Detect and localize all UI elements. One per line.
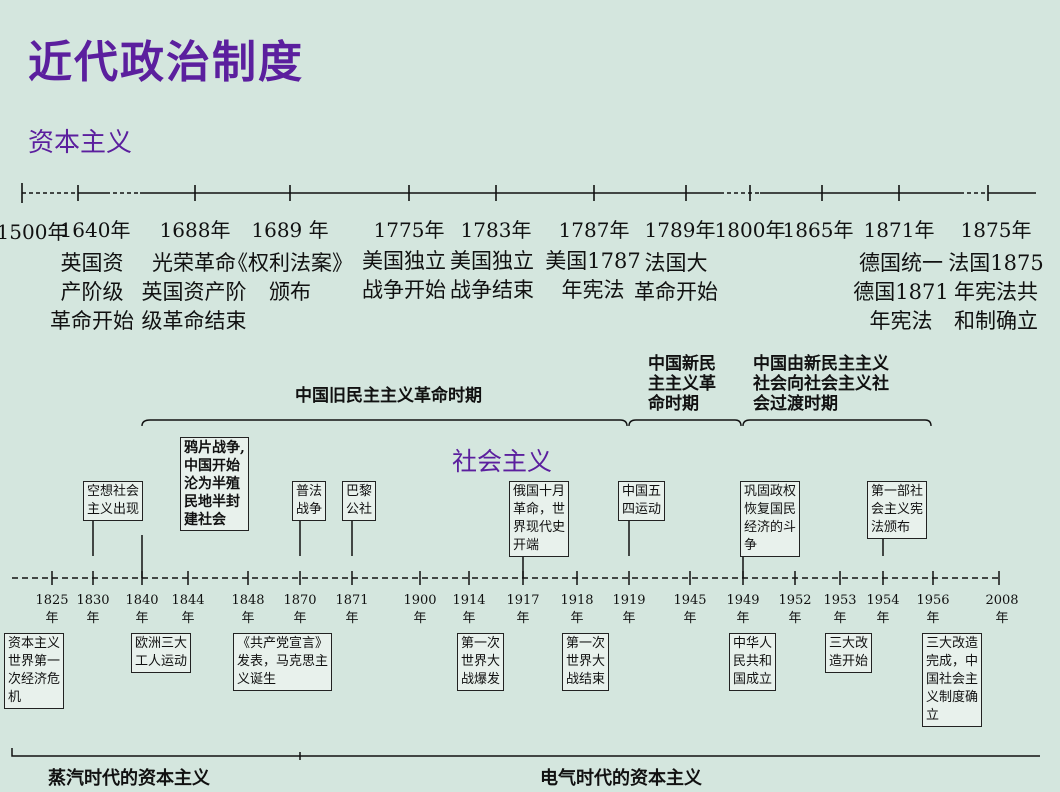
section-capitalism-label: 资本主义 xyxy=(28,128,133,158)
age-steam: 蒸汽时代的资本主义 xyxy=(48,768,210,789)
top-event: 美国独立 战争开始 xyxy=(362,249,446,302)
event-box: 空想社会 主义出现 xyxy=(83,481,144,521)
top-year: 1688年 xyxy=(159,218,231,242)
bottom-year: 1945 年 xyxy=(673,593,707,626)
top-year: 1787年 xyxy=(558,218,630,242)
event-box: 鸦片战争, 中国开始 沦为半殖 民地半封 建社会 xyxy=(180,437,249,531)
bottom-year: 2008 年 xyxy=(985,593,1019,626)
bracket-old-democratic xyxy=(141,419,628,427)
bottom-year: 1830 年 xyxy=(76,593,110,626)
bottom-year: 1953 年 xyxy=(823,593,857,626)
era-new-democratic: 中国新民 主主义革 命时期 xyxy=(648,354,716,414)
event-box: 《共产党宣言》 发表，马克思主 义诞生 xyxy=(233,633,333,691)
top-event: 美国1787 年宪法 xyxy=(545,249,641,302)
bottom-year: 1914 年 xyxy=(452,593,486,626)
top-event: 英国资 产阶级 革命开始 xyxy=(50,251,134,333)
top-year: 1800年 xyxy=(714,218,786,242)
top-year: 1783年 xyxy=(460,218,532,242)
bracket-steam xyxy=(11,748,300,757)
bottom-year: 1917 年 xyxy=(506,593,540,626)
bottom-year: 1871 年 xyxy=(335,593,369,626)
bottom-year: 1952 年 xyxy=(778,593,812,626)
bottom-year: 1840 年 xyxy=(125,593,159,626)
bottom-year: 1848 年 xyxy=(231,593,265,626)
event-box: 中华人 民共和 国成立 xyxy=(729,633,777,691)
top-year: 1640年 xyxy=(59,218,131,242)
top-year: 1789年 xyxy=(644,218,716,242)
top-year: 1500年 xyxy=(0,220,68,244)
bottom-year: 1949 年 xyxy=(726,593,760,626)
event-box: 欧洲三大 工人运动 xyxy=(131,633,192,673)
bracket-transition xyxy=(742,419,932,427)
event-box: 巴黎 公社 xyxy=(342,481,377,521)
bottom-year: 1825 年 xyxy=(35,593,69,626)
top-event: 《权利法案》 颁布 xyxy=(227,251,353,304)
top-event: 德国统一 德国1871 年宪法 xyxy=(853,251,949,333)
event-box: 三大改 造开始 xyxy=(825,633,873,673)
event-box: 俄国十月 革命，世 界现代史 开端 xyxy=(509,481,570,557)
bottom-year: 1918 年 xyxy=(560,593,594,626)
era-transition: 中国由新民主主义 社会向社会主义社 会过渡时期 xyxy=(753,354,889,414)
top-year: 1775年 xyxy=(373,218,445,242)
page-title: 近代政治制度 xyxy=(28,37,304,88)
section-socialism-label: 社会主义 xyxy=(452,447,553,476)
top-year: 1875年 xyxy=(960,218,1032,242)
bottom-year: 1844 年 xyxy=(171,593,205,626)
bottom-year: 1954 年 xyxy=(866,593,900,626)
top-event: 光荣革命 英国资产阶 级革命结束 xyxy=(141,251,247,333)
event-box: 第一部社 会主义宪 法颁布 xyxy=(867,481,928,539)
event-box: 三大改造 完成，中 国社会主 义制度确 立 xyxy=(922,633,983,727)
era-old-democratic: 中国旧民主主义革命时期 xyxy=(295,386,482,406)
top-event: 法国1875 年宪法共 和制确立 xyxy=(948,251,1044,333)
bottom-year: 1919 年 xyxy=(612,593,646,626)
top-year: 1871年 xyxy=(863,218,935,242)
bottom-year: 1870 年 xyxy=(283,593,317,626)
event-box: 中国五 四运动 xyxy=(618,481,666,521)
event-box: 第一次 世界大 战结束 xyxy=(562,633,610,691)
bottom-year: 1900 年 xyxy=(403,593,437,626)
bottom-year: 1956 年 xyxy=(916,593,950,626)
top-event: 法国大 革命开始 xyxy=(634,251,718,304)
top-year: 1865年 xyxy=(782,218,854,242)
event-box: 资本主义 世界第一 次经济危 机 xyxy=(4,633,65,709)
event-box: 巩固政权 恢复国民 经济的斗 争 xyxy=(740,481,801,557)
age-electric: 电气时代的资本主义 xyxy=(540,768,702,789)
event-box: 普法 战争 xyxy=(292,481,327,521)
bracket-new-democratic xyxy=(628,419,742,427)
top-year: 1689 年 xyxy=(251,218,329,242)
event-box: 第一次 世界大 战爆发 xyxy=(457,633,505,691)
top-event: 美国独立 战争结束 xyxy=(450,249,534,302)
